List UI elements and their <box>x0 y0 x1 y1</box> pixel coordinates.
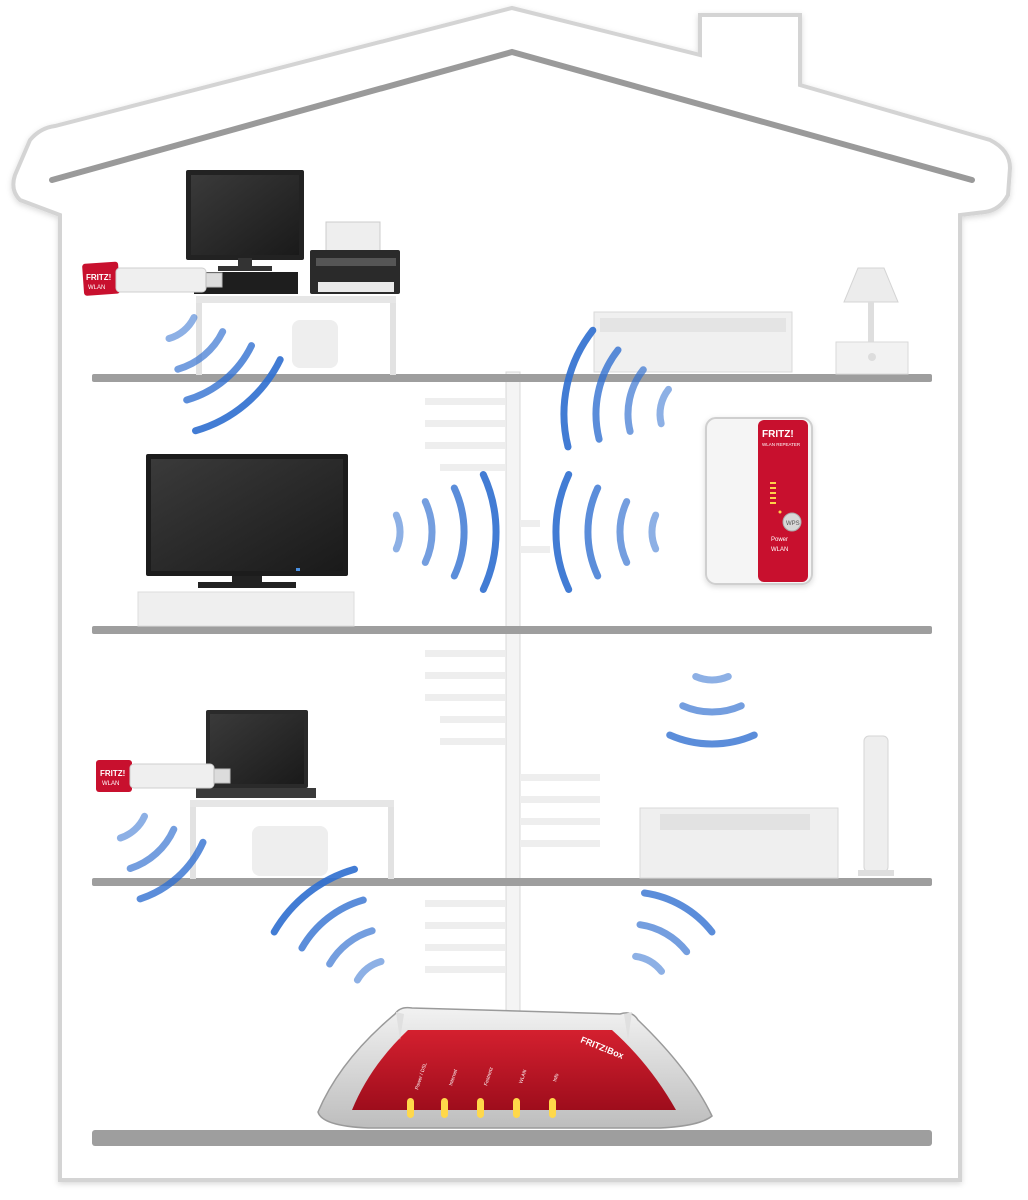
wifi-arc <box>192 356 284 435</box>
desk-first-floor <box>190 800 394 879</box>
usb-wlan-stick-top: FRITZ! WLAN <box>82 261 223 296</box>
wifi-arc <box>392 511 404 553</box>
wifi-arc <box>624 366 647 435</box>
wps-label: WPS <box>786 521 800 527</box>
led-festnetz <box>477 1098 484 1118</box>
shelf-floor-3 <box>92 374 932 382</box>
wifi-arc <box>136 838 207 903</box>
led-label-3: WLAN <box>518 1069 528 1085</box>
printer <box>310 221 400 294</box>
fritzbox-router: FRITZ!Box Power / DSL Internet Festnetz … <box>317 1006 713 1129</box>
repeater-brand: FRITZ! <box>762 429 794 440</box>
desktop-monitor <box>186 170 304 271</box>
router-leds <box>407 1098 556 1118</box>
usb-stick-brand: FRITZ! <box>86 273 111 282</box>
repeater-signal-leds <box>770 482 782 514</box>
wifi-arc <box>584 484 602 580</box>
wave-repeater <box>552 471 660 593</box>
bed-top-floor <box>593 311 793 373</box>
wifi-waves <box>116 314 758 984</box>
wifi-arc <box>636 921 691 956</box>
wifi-arc <box>666 731 758 748</box>
wave-middle-right <box>666 673 758 748</box>
sideboard <box>639 807 839 879</box>
wifi-arc <box>616 498 631 566</box>
wave-router-right <box>632 889 716 975</box>
usb-wlan-stick-bottom: FRITZ! WLAN <box>96 760 231 792</box>
wifi-arc <box>552 471 573 593</box>
wifi-arc <box>353 958 385 984</box>
wave-router-left <box>270 865 385 984</box>
led-info <box>549 1098 556 1118</box>
led-internet <box>441 1098 448 1118</box>
tv-stand <box>137 591 355 627</box>
wave-top-right <box>560 326 672 451</box>
wifi-arc <box>560 326 597 451</box>
usb-stick-brand-2: FRITZ! <box>100 769 125 778</box>
wifi-arc <box>165 314 198 342</box>
wifi-arc <box>656 385 672 428</box>
repeater-model: WLAN REPEATER <box>762 442 801 447</box>
wave-laptop <box>116 812 207 903</box>
wlan-repeater: FRITZ! WLAN REPEATER WPS Power WLAN <box>705 417 813 585</box>
flat-tv <box>146 454 348 588</box>
floor-speaker <box>858 735 894 876</box>
wifi-arc <box>174 328 227 373</box>
led-wlan <box>513 1098 520 1118</box>
wifi-arc <box>692 673 732 684</box>
floor-shelves <box>92 374 932 1146</box>
stairs <box>425 398 600 973</box>
wave-tv <box>392 471 500 593</box>
wifi-arc <box>326 927 376 968</box>
central-mast <box>505 371 521 1013</box>
laptop <box>196 710 316 798</box>
wifi-arc <box>641 889 716 936</box>
shelf-floor-2 <box>92 626 932 634</box>
led-power <box>407 1098 414 1118</box>
wps-button[interactable] <box>782 512 802 532</box>
led-label-2: Festnetz <box>483 1066 495 1087</box>
wifi-arc <box>450 484 468 580</box>
wifi-arc <box>479 471 500 593</box>
wifi-arc <box>679 702 745 716</box>
wifi-arc <box>421 498 436 566</box>
wifi-arc <box>632 952 665 975</box>
led-label-4: Info <box>552 1073 560 1083</box>
desk-top-floor <box>196 296 396 375</box>
wave-top-left <box>165 314 284 435</box>
shelf-floor-1 <box>92 878 932 886</box>
wifi-arc <box>183 342 255 404</box>
repeater-power-label: Power <box>771 537 788 543</box>
table-lamp <box>835 267 909 375</box>
wifi-arc <box>298 896 367 952</box>
wifi-arc <box>270 865 358 936</box>
shelf-ground <box>92 1130 932 1146</box>
led-label-1: Internet <box>448 1068 459 1087</box>
usb-stick-model-2: WLAN <box>102 781 119 787</box>
wifi-arc <box>592 346 622 443</box>
repeater-wlan-label: WLAN <box>771 547 788 553</box>
wifi-arc <box>126 825 178 872</box>
wifi-arc <box>648 511 660 553</box>
usb-stick-model: WLAN <box>88 285 105 291</box>
wifi-arc <box>116 812 148 842</box>
